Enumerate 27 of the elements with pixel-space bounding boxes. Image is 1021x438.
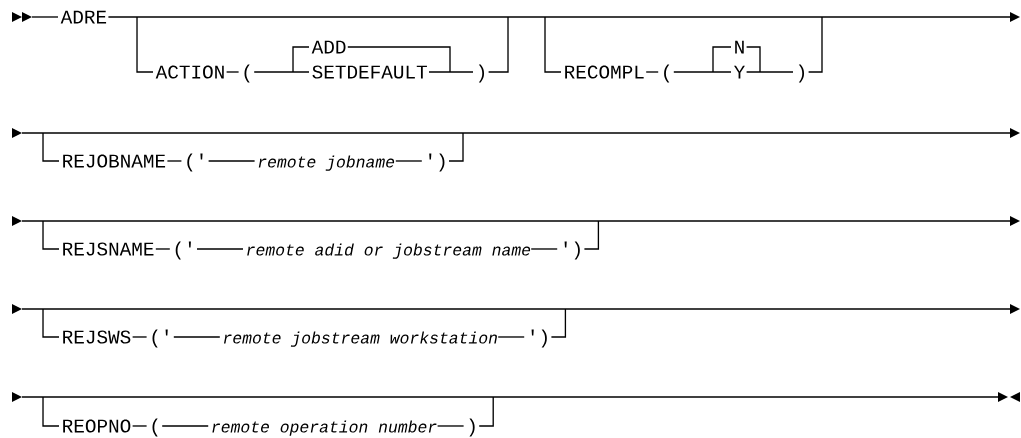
keyword-text: (' bbox=[175, 241, 191, 260]
variable-text: remote jobstream workstation bbox=[224, 331, 497, 347]
keyword-text: ') bbox=[564, 241, 580, 260]
keyword-text: ( bbox=[244, 64, 250, 83]
keyword-text: ACTION bbox=[155, 65, 224, 79]
variable-text: remote operation number bbox=[212, 420, 437, 436]
keyword-text: ') bbox=[429, 153, 445, 172]
keyword-text: REJSWS bbox=[63, 330, 131, 344]
keyword-text: ADRE bbox=[60, 10, 107, 24]
keyword-text: (' bbox=[187, 153, 203, 172]
keyword-text: SETDEFAULT bbox=[312, 65, 427, 79]
keyword-text: ADD bbox=[311, 40, 346, 54]
keyword-text: RECOMPL bbox=[565, 65, 644, 79]
keyword-text: ( bbox=[664, 64, 670, 83]
keyword-text: ) bbox=[478, 64, 485, 83]
keyword-text: ) bbox=[798, 64, 805, 83]
keyword-text: ') bbox=[531, 329, 547, 348]
variable-text: remote jobname bbox=[258, 155, 395, 171]
keyword-text: Y bbox=[734, 65, 745, 79]
keyword-text: ( bbox=[152, 418, 158, 437]
keyword-text: ) bbox=[469, 418, 475, 437]
keyword-text: (' bbox=[152, 329, 168, 348]
variable-text: remote adid or jobstream name bbox=[247, 243, 531, 259]
keyword-text: REOPNO bbox=[63, 419, 131, 433]
keyword-text: REJOBNAME bbox=[63, 154, 166, 168]
keyword-text: N bbox=[735, 40, 744, 54]
keyword-text: REJSNAME bbox=[63, 242, 154, 256]
